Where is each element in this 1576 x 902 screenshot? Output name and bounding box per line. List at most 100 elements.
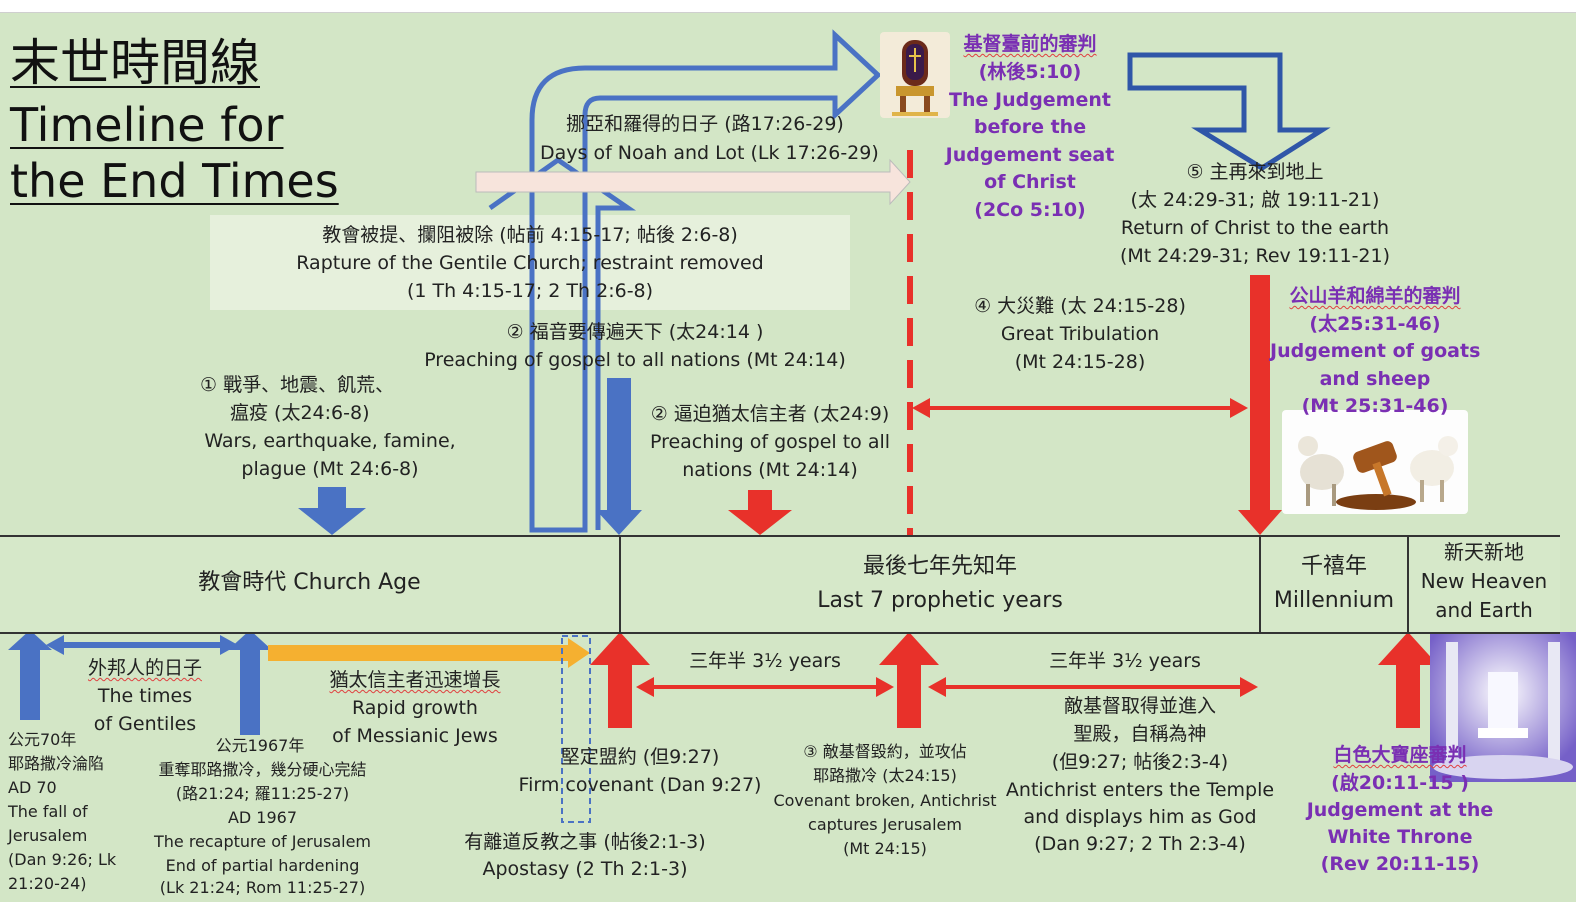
antichrist-en2: and displays him as God: [1023, 806, 1257, 828]
noah-zh: 挪亞和羅得的日子 (路17:26-29): [566, 113, 844, 135]
band-divider-2: [1259, 535, 1261, 632]
covenant-up-arrow: [590, 632, 650, 728]
ad70-up-arrow: [8, 630, 52, 720]
judgement-christ-ref: (2Co 5:10): [974, 199, 1086, 221]
broken-zh2: 耶路撒冷 (太24:15): [813, 766, 957, 785]
ad1967-ref-zh: (路21:24; 羅11:25-27): [175, 784, 350, 803]
white-throne-ref-en: (Rev 20:11-15): [1320, 853, 1480, 875]
last7-en: Last 7 prophetic years: [817, 588, 1063, 613]
goats-sheep-en2: and sheep: [1319, 368, 1431, 390]
broken-zh1: ③ 敵基督毀約，並攻佔: [803, 742, 967, 761]
covenant-zh: 堅定盟約 (但9:27): [560, 746, 720, 768]
ad1967-en3: End of partial hardening: [165, 856, 360, 875]
ad1967-zh2: 重奪耶路撒冷，幾分硬心完結: [158, 760, 367, 779]
half2-arrowhead-left: [928, 677, 946, 697]
half2-label: 三年半 3½ years: [1049, 650, 1201, 672]
apostasy-dashed-box: [561, 635, 591, 823]
gospel-en: Preaching of gospel to all nations (Mt 2…: [424, 349, 846, 371]
gospel-zh: ② 福音要傳遍天下 (太24:14 ): [506, 321, 764, 343]
judgement-christ-zh1: 基督臺前的審判: [963, 33, 1097, 55]
new-heaven-zh: 新天新地: [1444, 540, 1524, 564]
antichrist-en1: Antichrist enters the Temple: [1005, 779, 1275, 801]
wars-zh2: 瘟疫 (太24:6-8): [230, 402, 370, 424]
broken-en2: captures Jerusalem: [808, 815, 962, 834]
persecution-en2: nations (Mt 24:14): [682, 459, 858, 481]
millennium-en: Millennium: [1273, 588, 1395, 613]
ad1967-en2: The recapture of Jerusalem: [153, 832, 372, 851]
gospel-down-arrow: [596, 378, 642, 535]
gentiles-arrowhead-left: [46, 635, 64, 655]
persecution-zh: ② 逼迫猶太信主者 (太24:9): [650, 403, 890, 425]
apostasy-zh: 有離道反教之事 (帖後2:1-3): [464, 831, 706, 853]
ad70-en1: AD 70: [8, 778, 57, 797]
ad1967-zh1: 公元1967年: [215, 736, 305, 755]
tribulation-arrowhead-left: [912, 398, 930, 418]
wars-en2: plague (Mt 24:6-8): [241, 458, 419, 480]
jews-zh: 猶太信主者迅速增長: [329, 669, 501, 691]
title-english-line2: the End Times: [10, 154, 339, 208]
ad70-ref2: 21:20-24): [8, 874, 87, 893]
rapture-en1: Rapture of the Gentile Church; restraint…: [296, 252, 764, 274]
return-zh: ⑤ 主再來到地上: [1186, 161, 1324, 183]
band-divider-1: [619, 535, 621, 632]
timeline-band: [0, 535, 1560, 634]
antichrist-ref-en: (Dan 9:27; 2 Th 2:3-4): [1034, 833, 1246, 855]
apostasy-en: Apostasy (2 Th 2:1-3): [482, 858, 688, 880]
jews-growth-arrow: [268, 638, 590, 668]
gentiles-zh: 外邦人的日子: [87, 657, 202, 679]
judgement-christ-en2: before the: [973, 116, 1087, 138]
ad1967-ref-en: (Lk 21:24; Rom 11:25-27): [159, 878, 366, 897]
millennium-zh: 千禧年: [1300, 554, 1367, 579]
white-throne-en2: White Throne: [1327, 826, 1473, 848]
ad70-en3: Jerusalem: [8, 826, 88, 845]
church-age-label: 教會時代 Church Age: [198, 570, 421, 595]
broken-up-arrow: [879, 632, 939, 728]
white-throne-image: [1430, 632, 1576, 782]
new-heaven-en2: and Earth: [1435, 598, 1533, 622]
return-en: Return of Christ to the earth: [1120, 217, 1390, 239]
wars-en1: Wars, earthquake, famine,: [204, 430, 456, 452]
persecution-down-arrow: [728, 490, 792, 535]
wars-zh1: ① 戰爭、地震、飢荒、: [200, 374, 395, 396]
ad70-zh1: 公元70年: [8, 730, 77, 749]
judgement-christ-en4: of Christ: [984, 171, 1076, 193]
persecution-en1: Preaching of gospel to all: [649, 431, 891, 453]
last7-zh: 最後七年先知年: [862, 554, 1017, 579]
half1-label: 三年半 3½ years: [689, 650, 841, 672]
return-ref-zh: (太 24:29-31; 啟 19:11-21): [1130, 189, 1380, 211]
return-bent-arrow: [1127, 52, 1331, 171]
goats-sheep-ref-en: (Mt 25:31-46): [1301, 395, 1449, 417]
new-heaven-en1: New Heaven: [1420, 569, 1548, 593]
return-ref-en: (Mt 24:29-31; Rev 19:11-21): [1119, 245, 1391, 267]
white-throne-ref-zh: (啟20:11-15 ): [1331, 772, 1469, 794]
white-throne-zh: 白色大寶座審判: [1333, 744, 1467, 766]
rapture-en2: (1 Th 4:15-17; 2 Th 2:6-8): [406, 280, 654, 302]
antichrist-zh1: 敵基督取得並進入: [1063, 695, 1216, 717]
tribulation-ref: (Mt 24:15-28): [1014, 351, 1146, 373]
ad70-ref1: (Dan 9:26; Lk: [8, 850, 117, 869]
covenant-en: Firm covenant (Dan 9:27): [518, 774, 762, 796]
gentiles-arrowhead-right: [220, 635, 238, 655]
white-throne-en1: Judgement at the: [1306, 799, 1494, 821]
rapture-zh: 教會被提、攔阻被除 (帖前 4:15-17; 帖後 2:6-8): [322, 224, 738, 246]
title-english-line1: Timeline for: [10, 98, 284, 152]
judgement-christ-en1: The Judgement: [949, 89, 1111, 111]
judgement-christ-zh2: (林後5:10): [978, 61, 1082, 83]
noah-en: Days of Noah and Lot (Lk 17:26-29): [540, 142, 879, 164]
jews-en1: Rapid growth: [352, 697, 478, 719]
top-border: [0, 0, 1576, 13]
antichrist-zh2: 聖殿，自稱為神: [1073, 723, 1207, 745]
half1-arrowhead-right: [876, 677, 894, 697]
ad70-en2: The fall of: [8, 802, 88, 821]
wars-down-arrow: [298, 487, 366, 535]
ad70-zh2: 耶路撒冷淪陷: [8, 754, 105, 773]
goats-sheep-image: [1282, 410, 1468, 514]
gentiles-en1: The times: [97, 685, 193, 707]
return-down-arrow: [1238, 275, 1282, 535]
ad1967-en1: AD 1967: [227, 808, 298, 827]
title-chinese: 末世時間線: [10, 34, 260, 92]
goats-sheep-zh: 公山羊和綿羊的審判: [1289, 285, 1461, 307]
gentiles-en2: of Gentiles: [93, 713, 197, 735]
